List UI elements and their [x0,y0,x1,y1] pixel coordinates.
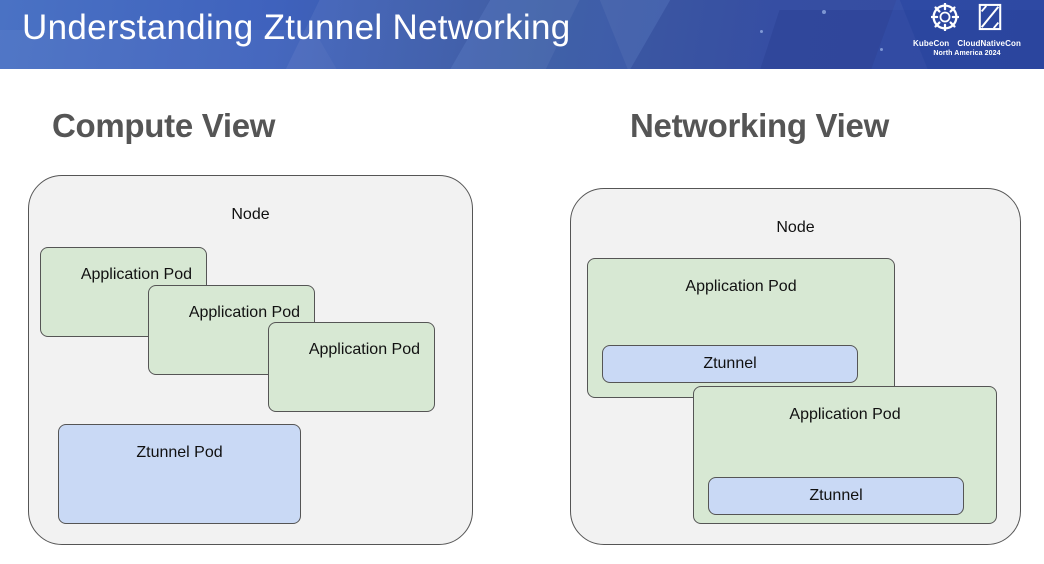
compute-application-pod-3-label: Application Pod [308,341,420,358]
networking-application-pod-1: Application Pod Ztunnel [587,258,895,398]
conference-region-year: North America 2024 [933,50,1001,57]
header-dot-1 [760,30,763,33]
networking-application-pod-2: Application Pod Ztunnel [693,386,997,524]
cloudnativecon-label: CloudNativeCon [957,39,1021,48]
networking-ztunnel-1: Ztunnel [602,345,858,383]
networking-node-label: Node [776,219,815,236]
kubecon-helm-wheel-icon [930,2,960,36]
cloudnativecon-cube-diagonal-icon [977,3,1003,36]
compute-application-pod-3: Application Pod [268,322,435,412]
kubecon-label: KubeCon [913,39,950,48]
networking-ztunnel-2: Ztunnel [708,477,964,515]
compute-application-pod-2-label: Application Pod [188,304,300,321]
header-facet-3 [591,0,949,69]
header-dot-2 [822,10,826,14]
compute-ztunnel-pod: Ztunnel Pod [58,424,301,524]
networking-ztunnel-2-label: Ztunnel [809,487,863,504]
networking-ztunnel-1-label: Ztunnel [703,355,757,372]
compute-ztunnel-pod-label: Ztunnel Pod [136,444,223,461]
page-title: Understanding Ztunnel Networking [22,8,571,47]
compute-node-label: Node [231,206,270,223]
compute-view-title: Compute View [52,107,276,144]
header-dot-3 [880,48,883,51]
compute-application-pod-1-label: Application Pod [80,266,192,283]
networking-application-pod-2-label: Application Pod [789,406,901,423]
header-banner: Understanding Ztunnel Networking [0,0,1044,69]
networking-view-title: Networking View [630,107,889,144]
conference-logos: KubeCon CloudNativeCon North America 202… [906,2,1028,66]
networking-application-pod-1-label: Application Pod [685,278,797,295]
